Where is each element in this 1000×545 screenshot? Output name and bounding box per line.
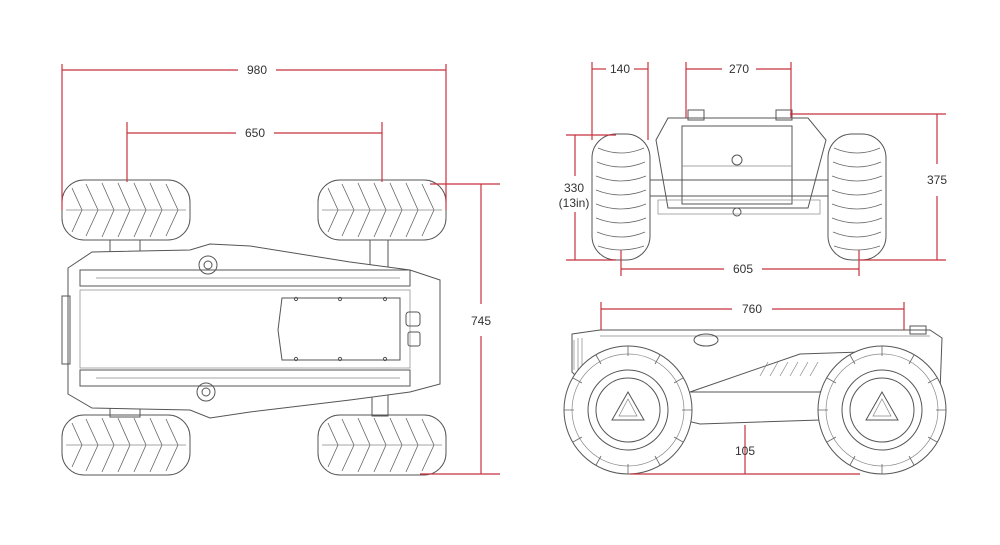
label-980: 980 (247, 63, 267, 77)
tire-front-view-right (827, 133, 887, 261)
tire-front-view-left (591, 133, 651, 261)
front-view (591, 109, 887, 261)
label-760: 760 (742, 302, 762, 316)
label-330: 330 (564, 181, 584, 195)
label-270: 270 (729, 62, 749, 76)
dimension-105: 105 (630, 425, 860, 475)
tire-rear-left (61, 414, 191, 476)
dimension-605: 605 (620, 250, 860, 276)
wheel-side-front (563, 345, 693, 475)
dimension-980: 980 (61, 63, 447, 210)
dimension-650: 650 (126, 122, 383, 182)
top-view (61, 179, 447, 476)
label-375: 375 (927, 173, 947, 187)
chassis-body-top (61, 243, 441, 419)
chassis-body-front (649, 109, 829, 217)
dimension-760: 760 (600, 302, 905, 330)
label-650: 650 (245, 126, 265, 140)
label-140: 140 (610, 62, 630, 76)
label-745: 745 (471, 314, 491, 328)
label-330-inches: (13in) (559, 196, 590, 210)
tire-front-left (61, 179, 191, 241)
dimension-375: 375 (790, 113, 947, 261)
side-view (563, 325, 947, 475)
dimension-140: 140 (591, 62, 649, 140)
label-605: 605 (733, 262, 753, 276)
label-105: 105 (735, 444, 755, 458)
wheel-side-rear (817, 345, 947, 475)
dimension-330: 330 (13in) (559, 134, 616, 261)
dimension-270: 270 (685, 62, 792, 118)
dimension-745: 745 (420, 183, 500, 475)
tire-front-right (317, 179, 447, 241)
tire-rear-right (317, 414, 447, 476)
